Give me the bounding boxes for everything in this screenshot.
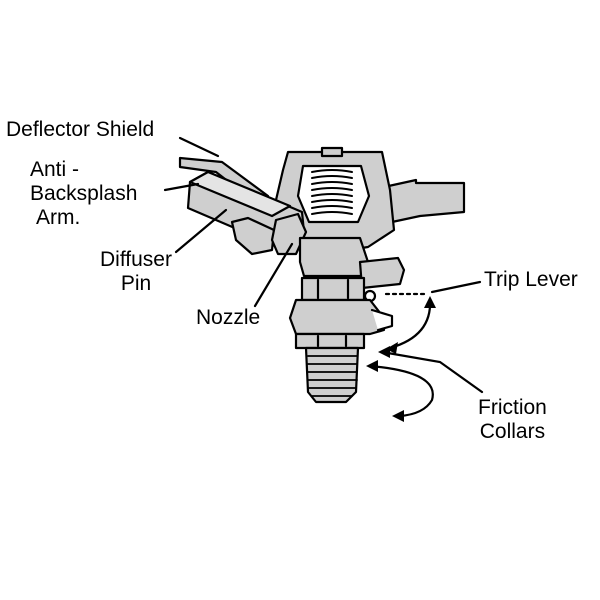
leader-backsplash — [163, 182, 200, 192]
threads — [307, 355, 358, 397]
label-anti-line3: Arm. — [36, 206, 81, 229]
leader-nozzle — [253, 242, 294, 308]
label-deflector-shield-text: Deflector Shield — [6, 118, 155, 141]
leader-trip — [430, 280, 482, 294]
nozzle-part — [270, 212, 308, 256]
label-diffuser-line1: Diffuser — [100, 248, 172, 271]
label-anti-line2: Backsplash — [30, 182, 138, 205]
label-nozzle: Nozzle — [196, 306, 260, 330]
rotation-arc — [368, 364, 434, 418]
trip-lever-housing — [358, 256, 406, 290]
label-friction-collars: Friction Collars — [478, 396, 547, 444]
leader-deflector — [178, 136, 220, 158]
label-deflector-shield: Deflector Shield — [6, 118, 154, 142]
rotation-arrowhead — [392, 410, 404, 422]
label-diffuser-pin: Diffuser Pin — [100, 248, 172, 296]
upper-collar — [300, 276, 366, 302]
spring — [311, 169, 353, 215]
collar-flange — [294, 332, 366, 350]
label-trip-lever-text: Trip Lever — [484, 268, 578, 291]
label-diffuser-line2: Pin — [120, 272, 152, 295]
leader-diffuser — [174, 208, 228, 254]
label-trip-lever: Trip Lever — [484, 268, 578, 292]
label-friction-line2: Collars — [479, 420, 546, 443]
rotation-arrowhead-start — [366, 360, 378, 372]
label-nozzle-text: Nozzle — [196, 306, 261, 329]
label-anti-line1: Anti - — [30, 158, 80, 181]
leader-friction — [380, 350, 484, 394]
trip-arrowhead-top — [424, 296, 436, 308]
label-anti-backsplash-arm: Anti - Backsplash Arm. — [30, 158, 137, 230]
neck — [298, 236, 370, 278]
trip-arrowhead-bottom — [386, 342, 398, 354]
arm-block — [230, 216, 276, 256]
top-cap — [320, 146, 344, 158]
right-arm-bracket — [382, 178, 466, 224]
friction-arrowhead — [378, 346, 390, 358]
label-friction-line1: Friction — [478, 396, 547, 419]
lower-collar — [288, 298, 386, 336]
arrowheads — [366, 296, 436, 422]
trip-arc — [388, 298, 432, 350]
